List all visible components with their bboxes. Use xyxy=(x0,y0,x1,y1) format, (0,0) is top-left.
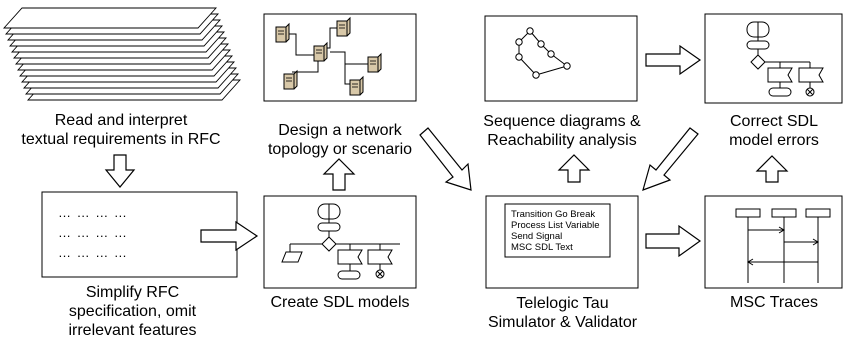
tau-menu: Transition Go Break Process List Variabl… xyxy=(511,209,600,253)
caption-line: Correct SDL xyxy=(729,113,819,130)
caption-tau: Telelogic Tau Simulator & Validator xyxy=(470,294,655,332)
caption-line: Simplify RFC xyxy=(85,284,180,301)
caption-rfc: Read and interpret textual requirements … xyxy=(10,111,232,149)
arrow-spec-to-sdl xyxy=(200,220,259,252)
caption-topology: Design a network topology or scenario xyxy=(250,121,430,159)
arrow-tau-to-msc xyxy=(645,224,702,258)
caption-line: MSC Traces xyxy=(729,294,818,311)
arrow-msc-to-correct xyxy=(755,155,789,183)
arrow-correct-to-tau xyxy=(642,127,699,191)
tau-menu-item: MSC SDL Text xyxy=(511,242,573,253)
msc-trace-figure xyxy=(735,208,831,283)
sequence-box xyxy=(484,15,638,102)
arrow-sequence-to-correct xyxy=(645,44,702,76)
sdl-corrected-figure xyxy=(746,21,824,97)
caption-simplify: Simplify RFC specification, omit irrelev… xyxy=(30,283,235,337)
caption-line: model errors xyxy=(729,132,819,149)
arrow-tau-to-sequence xyxy=(557,154,591,183)
caption-line: Simulator & Validator xyxy=(487,314,638,331)
caption-line: irrelevant features xyxy=(68,322,197,337)
arrow-topology-to-tau xyxy=(419,127,472,191)
caption-line: Reachability analysis xyxy=(487,132,637,149)
caption-line: Design a network xyxy=(278,122,402,139)
caption-line: topology or scenario xyxy=(267,141,413,158)
spec-dots-row: … … … … xyxy=(58,245,128,260)
caption-line: Telelogic Tau xyxy=(516,295,609,312)
flow-arrows xyxy=(104,44,789,258)
caption-msc: MSC Traces xyxy=(700,293,848,312)
tau-menu-item: Transition Go Break xyxy=(511,209,596,220)
spec-placeholder-lines: … … … … … … … … … … … … xyxy=(58,203,128,263)
tau-menu-item: Process List Variable xyxy=(511,220,600,231)
spec-dots-row: … … … … xyxy=(58,205,128,220)
arrow-rfc-to-spec xyxy=(104,154,136,188)
caption-line: Read and interpret xyxy=(54,112,188,129)
caption-line: Sequence diagrams & xyxy=(483,113,641,130)
reachability-graph xyxy=(515,27,571,79)
spec-dots-row: … … … … xyxy=(58,225,128,240)
sdl-flow-figure xyxy=(281,203,400,280)
rfc-document-stack xyxy=(2,7,242,101)
tau-menu-panel xyxy=(504,203,611,258)
network-topology-figure xyxy=(275,17,382,96)
caption-sdl: Create SDL models xyxy=(250,293,430,312)
caption-sequence: Sequence diagrams & Reachability analysi… xyxy=(462,112,662,150)
caption-line: specification, omit xyxy=(68,303,197,320)
caption-line: textual requirements in RFC xyxy=(21,131,221,148)
caption-line: Create SDL models xyxy=(270,294,410,311)
arrow-sdl-to-topology xyxy=(322,158,356,191)
tau-menu-item: Send Signal xyxy=(511,231,563,242)
caption-correct: Correct SDL model errors xyxy=(700,112,848,150)
